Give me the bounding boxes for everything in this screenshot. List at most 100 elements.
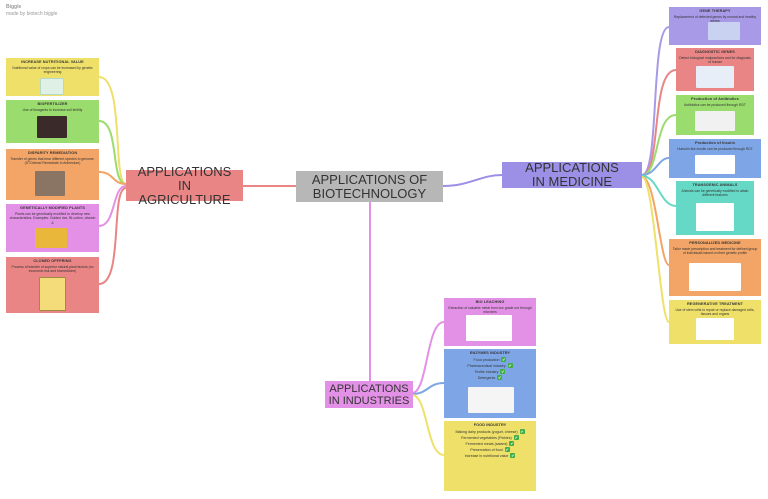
ind-card-bio-leaching[interactable]: BIO LEACHING Extraction of valuable meta… (444, 298, 536, 346)
card-title: TRANSGENIC ANIMALS (692, 183, 738, 187)
link-agri-5 (98, 187, 127, 285)
medicine-node[interactable]: APPLICATIONS IN MEDICINE (502, 160, 642, 189)
industries-label: APPLICATIONS IN INDUSTRIES (328, 382, 410, 407)
leaching-image (466, 315, 512, 341)
list-item: Fermented vegetables (Pickles)✔ (461, 435, 519, 441)
card-title: GENETICALLY MODIFIED PLANTS (20, 206, 85, 210)
insulin-image (695, 155, 735, 174)
link-med-3 (641, 114, 677, 176)
med-card-diagnostic-genes[interactable]: DIAGNOSTIC GENES Detect biological malpr… (676, 48, 754, 91)
ind-card-enzymes[interactable]: ENZYMES INDUSTRY Food production✔ Pharma… (444, 349, 536, 418)
card-title: REGENERATIVE TREATMENT (686, 302, 744, 306)
checkmark-icon: ✔ (501, 357, 507, 363)
diagnostic-image (696, 66, 734, 88)
personalized-medicine-image (689, 263, 741, 291)
card-title: DISPARITY REMEDIATION (27, 151, 78, 155)
list-item: Pharmaceutical industry✔ (467, 363, 513, 369)
list-item: Textile industry✔ (474, 369, 506, 375)
industries-node[interactable]: APPLICATIONS IN INDUSTRIES (325, 381, 413, 408)
card-body: Antibiotics can be produced through RDT (683, 102, 746, 107)
card-title: PERSONALIZED MEDICINE (689, 241, 741, 245)
med-card-regenerative-treatment[interactable]: REGENERATIVE TREATMENT Use of stem cells… (669, 300, 761, 344)
link-ind-3 (411, 394, 445, 456)
link-med-6 (641, 176, 670, 266)
list-item: Preservation of food✔ (470, 447, 510, 453)
med-card-antibiotics[interactable]: Production of Antibiotics Antibiotics ca… (676, 95, 754, 135)
agriculture-node[interactable]: APPLICATIONS IN AGRICULTURE (126, 164, 243, 206)
checkmark-icon: ✔ (510, 453, 516, 459)
card-body: Use of bioagents to increase soil fertil… (22, 107, 83, 112)
list-item: Making dairy products (yogurt, cheese)✔ (455, 429, 525, 435)
link-med-2 (641, 69, 677, 176)
animal-image (696, 203, 734, 231)
card-body: Animals can be genetically modified to a… (681, 188, 749, 198)
card-body: Process of transfer of superior natural … (11, 264, 94, 274)
checkmark-icon: ✔ (504, 447, 510, 453)
card-title: GENE THERAPY (699, 9, 731, 13)
list-item: Fermented meats (salami)✔ (465, 441, 515, 447)
agri-card-cloned-offspring[interactable]: CLONED OFFPRING Process of transfer of s… (6, 257, 99, 313)
list-item: Detergents✔ (477, 375, 503, 381)
card-body: Detect biological malpractices and for d… (679, 55, 751, 65)
link-agri-1 (98, 76, 127, 185)
golden-rice-image (35, 228, 67, 248)
card-title: CLONED OFFPRING (33, 259, 72, 263)
card-title: DIAGNOSTIC GENES (695, 50, 735, 54)
card-body: Nutritional value of crops can be increa… (12, 65, 93, 75)
agriculture-label: APPLICATIONS IN AGRICULTURE (137, 163, 232, 207)
card-body: Humulin like insulin can be produced thr… (677, 146, 753, 151)
plant-image (40, 78, 64, 95)
central-label: APPLICATIONS OF BIOTECHNOLOGY (311, 171, 428, 201)
list-item: Increase in nutritional value✔ (464, 453, 516, 459)
link-agri-2 (98, 120, 127, 185)
link-med-1 (641, 26, 670, 176)
agri-card-disparity-remediation[interactable]: DISPARITY REMEDIATION Transfer of genes … (6, 149, 99, 200)
med-card-personalized-medicine[interactable]: PERSONALIZED MEDICINE Tailor made prescr… (669, 239, 761, 296)
checkmark-icon: ✔ (497, 375, 503, 381)
page-header: Biggle made by biotech biggle (6, 4, 57, 18)
card-title: BIOFERTILIZER (37, 102, 68, 106)
checkmark-icon: ✔ (500, 369, 506, 375)
card-title: ENZYMES INDUSTRY (469, 351, 511, 355)
medicine-label: APPLICATIONS IN MEDICINE (525, 160, 619, 189)
agri-card-biofertilizer[interactable]: BIOFERTILIZER Use of bioagents to increa… (6, 100, 99, 143)
card-body: Extraction of valuable metal from low gr… (448, 305, 532, 315)
card-title: FOOD INDUSTRY (473, 423, 507, 427)
card-body: Transfer of genes that bear different sp… (10, 156, 95, 166)
link-med-7 (641, 176, 670, 323)
card-body: Plants can be genetically modified to de… (9, 211, 96, 225)
link-ind-1 (411, 321, 445, 394)
central-node[interactable]: APPLICATIONS OF BIOTECHNOLOGY (296, 171, 443, 202)
link-med-4 (641, 157, 670, 176)
link-ind-2 (411, 382, 445, 395)
card-title: BIO LEACHING (475, 300, 505, 304)
antibiotic-image (695, 111, 735, 131)
ind-card-food[interactable]: FOOD INDUSTRY Making dairy products (yog… (444, 421, 536, 491)
link-agri-4 (98, 185, 127, 227)
card-title: Production of Antibiotics (691, 97, 739, 101)
link-agri-3 (98, 171, 127, 185)
app-title: Biggle (6, 4, 22, 10)
med-card-gene-therapy[interactable]: GENE THERAPY Replacement of defected gen… (669, 7, 761, 45)
list-item: Food production✔ (473, 357, 507, 363)
card-body: Use of stem cells to repair or replace d… (675, 307, 755, 317)
gene-therapy-image (708, 22, 740, 40)
checkmark-icon: ✔ (507, 363, 513, 369)
stem-cell-image (696, 318, 734, 340)
card-body: Replacement of defected genes by normal … (673, 14, 757, 24)
poster-image (39, 277, 66, 311)
med-card-insulin[interactable]: Production of Insulin Humulin like insul… (669, 139, 761, 178)
card-title: Production of Insulin (694, 141, 736, 145)
checkmark-icon: ✔ (513, 435, 519, 441)
app-subtitle: made by biotech biggle (6, 11, 58, 17)
link-central-medicine (442, 174, 503, 187)
link-med-5 (641, 175, 677, 207)
agri-card-gm-plants[interactable]: GENETICALLY MODIFIED PLANTS Plants can b… (6, 204, 99, 252)
checkmark-icon: ✔ (519, 429, 525, 435)
agri-card-nutritional-value[interactable]: INCREASE NUTRITIONAL VALUE Nutritional v… (6, 58, 99, 96)
card-title: INCREASE NUTRITIONAL VALUE (21, 60, 84, 64)
card-body: Tailor made prescription and treatment f… (672, 246, 758, 256)
med-card-transgenic-animals[interactable]: TRANSGENIC ANIMALS Animals can be geneti… (676, 181, 754, 235)
soil-image (35, 171, 65, 196)
